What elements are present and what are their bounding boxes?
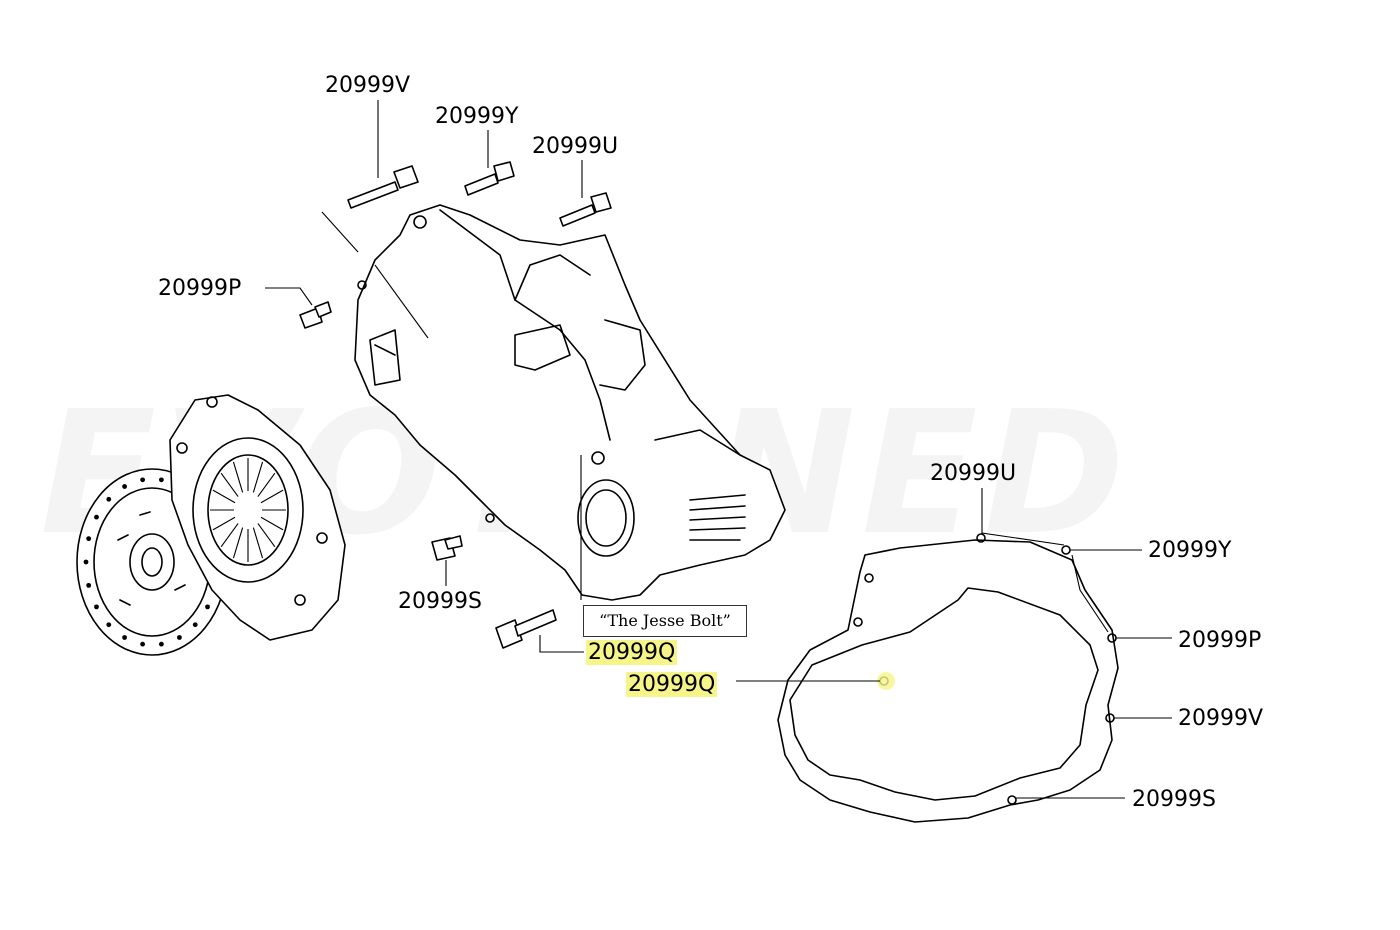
label-20999y-right: 20999Y xyxy=(1148,538,1232,563)
bolt-20999s-icon xyxy=(431,535,463,561)
bolt-20999y-icon xyxy=(464,161,515,196)
pressure-plate xyxy=(169,394,346,641)
label-20999y-top: 20999Y xyxy=(435,104,519,129)
label-20999q-bolt: 20999Q xyxy=(586,640,678,665)
bolt-20999q-icon xyxy=(495,609,557,649)
label-20999v-right: 20999V xyxy=(1178,706,1264,731)
label-20999s-right: 20999S xyxy=(1132,787,1216,812)
gasket xyxy=(777,533,1119,823)
bolt-20999p-icon xyxy=(299,301,332,329)
leader-lines xyxy=(265,100,1172,799)
label-20999p-right: 20999P xyxy=(1178,628,1262,653)
label-20999v-top: 20999V xyxy=(325,73,411,98)
bell-housing xyxy=(321,204,786,601)
label-20999u-top: 20999U xyxy=(532,134,619,159)
label-20999p-left: 20999P xyxy=(158,276,242,301)
bolt-20999v-icon xyxy=(347,165,419,209)
callout-jesse-bolt: “The Jesse Bolt” xyxy=(583,605,747,637)
bolt-20999u-icon xyxy=(559,192,612,227)
label-20999q-gasket: 20999Q xyxy=(626,672,718,697)
label-20999u-right: 20999U xyxy=(930,461,1017,486)
label-20999s-mid: 20999S xyxy=(398,589,482,614)
